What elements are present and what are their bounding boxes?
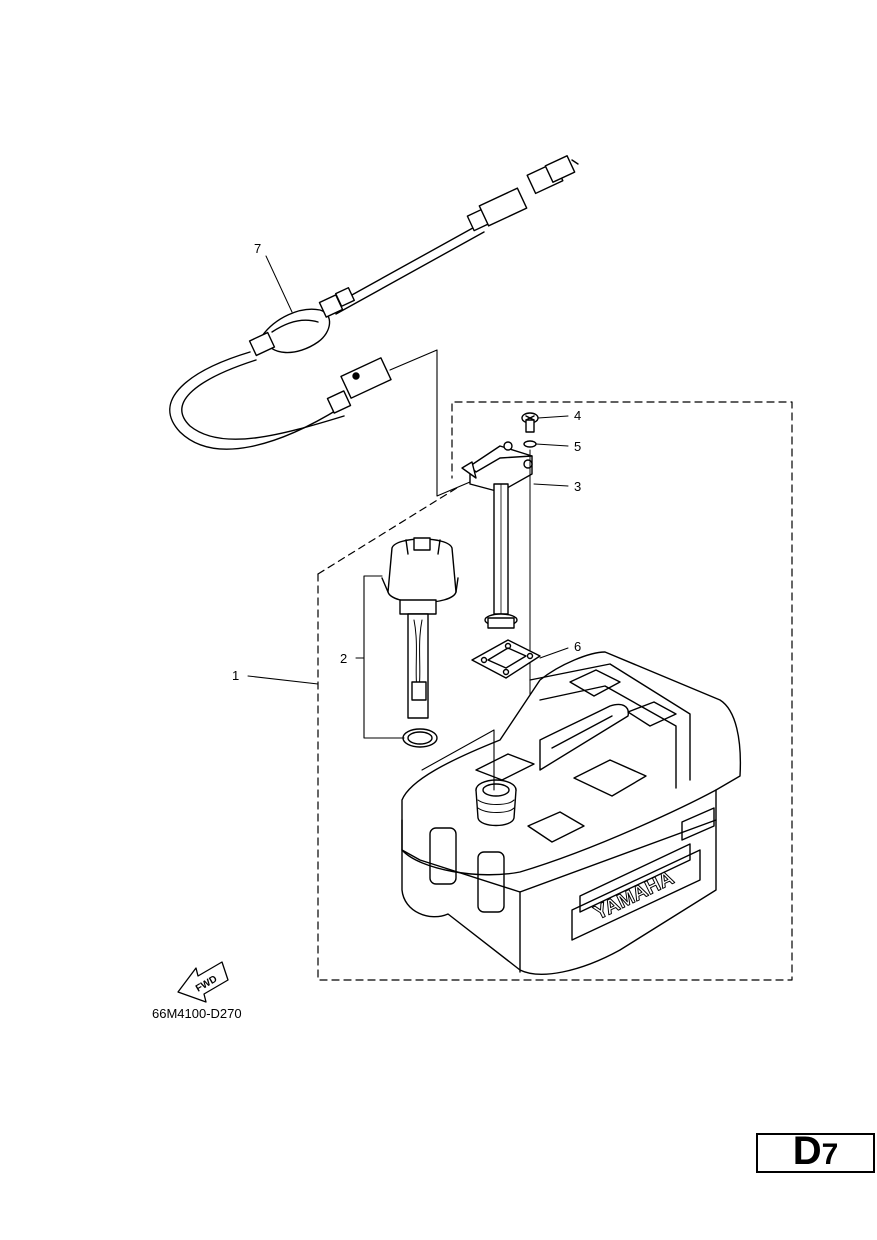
- tank-connector: [326, 357, 392, 414]
- callout-6: 6: [574, 639, 581, 654]
- diagram-code: 66M4100-D270: [152, 1006, 242, 1021]
- page-number: 7: [821, 1138, 839, 1171]
- fuel-tank: [401, 651, 742, 975]
- assembly-boundary: [317, 401, 793, 981]
- callout-7: 7: [254, 241, 261, 256]
- page-letter: D: [792, 1129, 822, 1173]
- fuel-gauge-unit: [381, 537, 459, 748]
- callout-1: 1: [232, 668, 239, 683]
- callout-4: 4: [574, 408, 581, 423]
- fwd-arrow-icon: [177, 961, 229, 1003]
- engine-connector: [466, 155, 579, 232]
- fuel-joint: [461, 441, 533, 629]
- callout-5: 5: [574, 439, 581, 454]
- gasket-plate: [471, 639, 541, 679]
- fuel-hose-assembly: [169, 155, 579, 497]
- leader-lines: [247, 255, 569, 685]
- callout-2: 2: [340, 651, 347, 666]
- callout-3: 3: [574, 479, 581, 494]
- callout-labels: 1 2 3 4 5 6 7: [232, 241, 581, 683]
- callout-2-bracket: [363, 575, 405, 739]
- washer: [523, 440, 537, 448]
- fwd-arrow: FWD: [177, 961, 229, 1003]
- screw: [521, 412, 539, 433]
